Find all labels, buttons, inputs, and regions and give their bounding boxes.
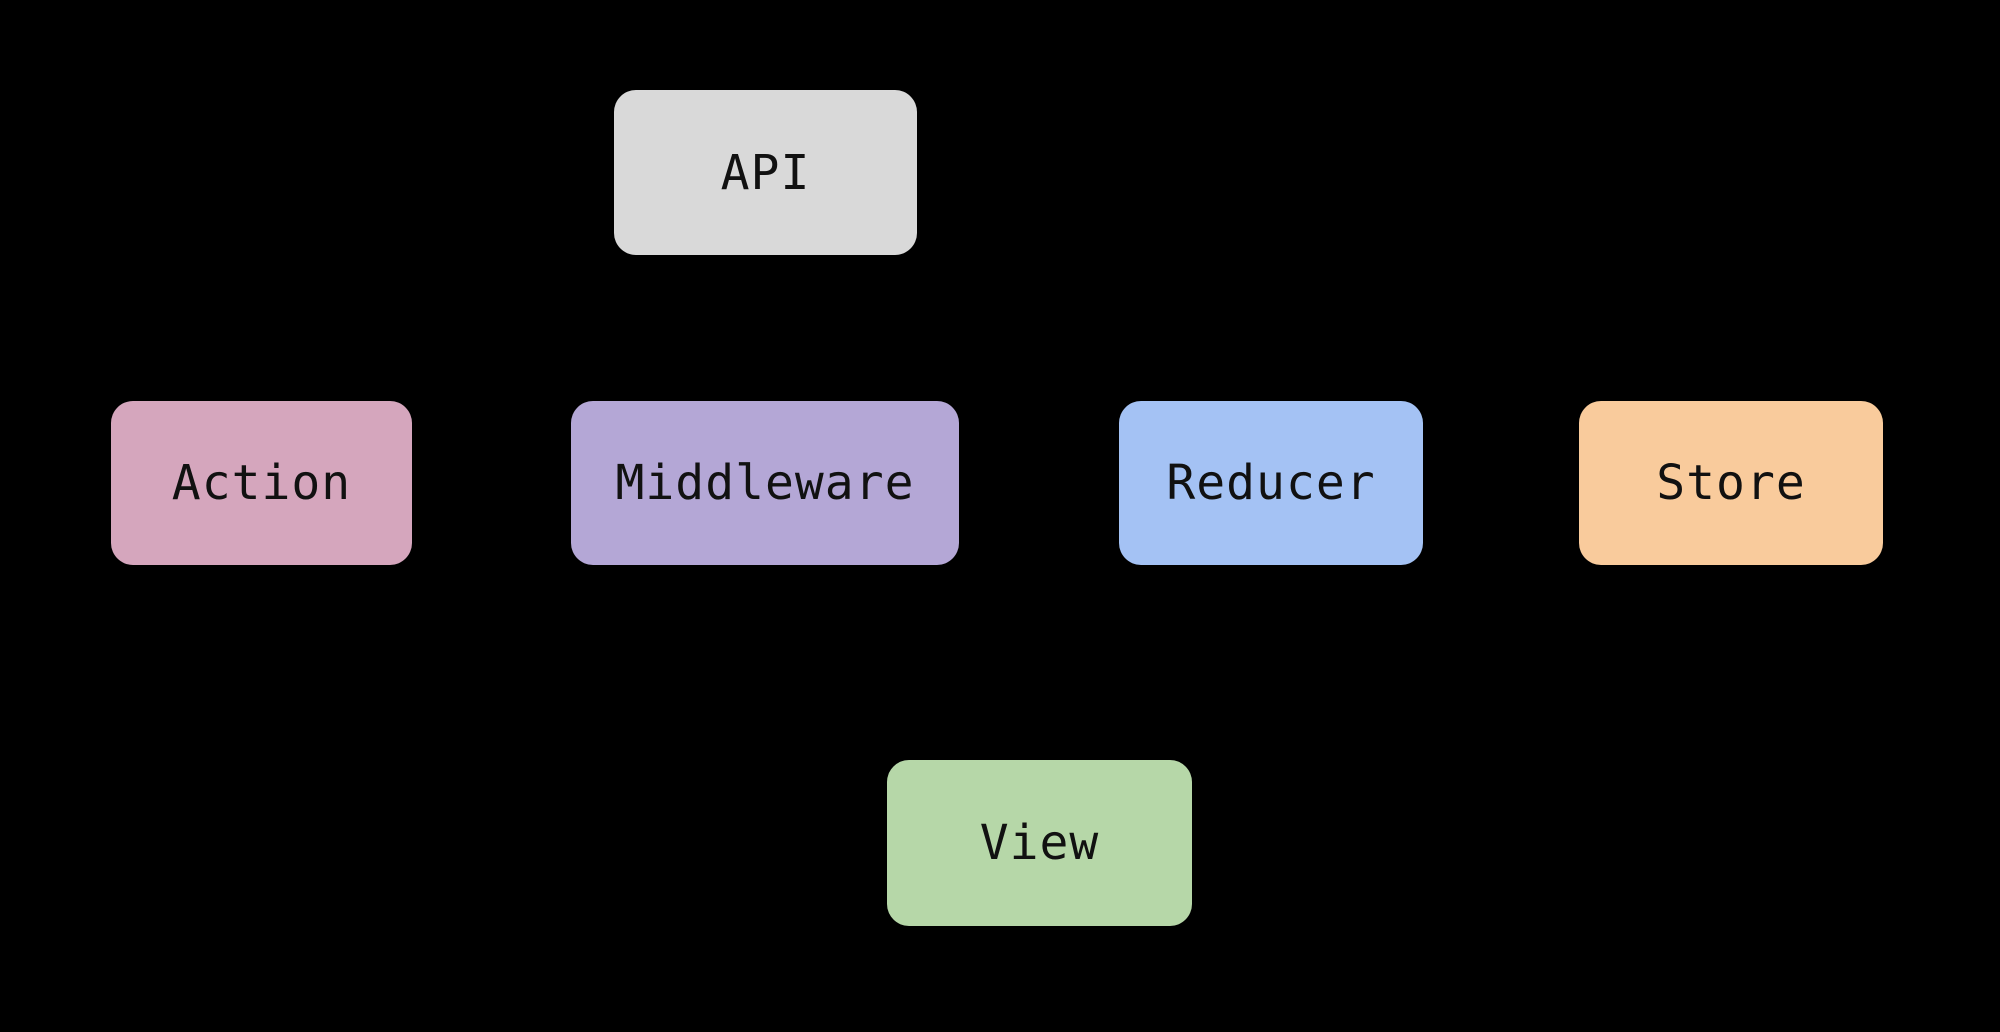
view-node-label: View (979, 815, 1100, 871)
api-node: API (614, 90, 917, 255)
action-node: Action (111, 401, 412, 565)
reducer-node-label: Reducer (1166, 455, 1376, 511)
action-node-label: Action (171, 455, 352, 511)
view-node: View (887, 760, 1192, 926)
api-node-label: API (720, 144, 811, 201)
middleware-node: Middleware (571, 401, 959, 565)
store-node: Store (1579, 401, 1883, 565)
middleware-node-label: Middleware (615, 455, 915, 511)
reducer-node: Reducer (1119, 401, 1423, 565)
store-node-label: Store (1656, 455, 1806, 511)
